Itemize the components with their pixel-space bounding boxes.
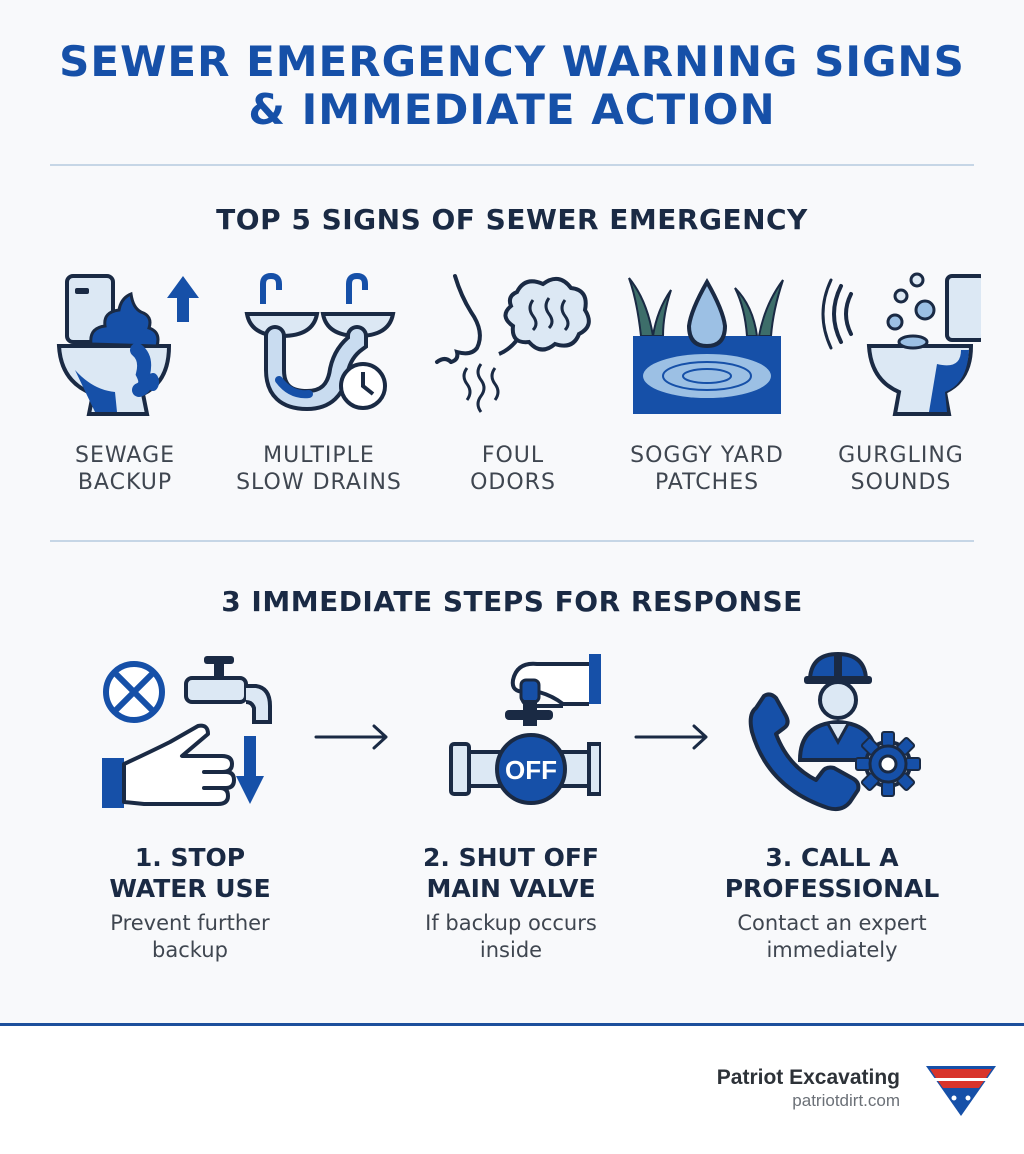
slow-drain-icon: [244, 272, 396, 412]
step-description: Contact an expert immediately: [702, 910, 962, 964]
brand-logo-icon: [926, 1066, 996, 1116]
step-description-line-1: If backup occurs: [425, 911, 597, 935]
arrow-right-icon: [314, 724, 388, 750]
step-description: If backup occurs inside: [381, 910, 641, 964]
step-title: 2. SHUT OFF MAIN VALVE: [381, 842, 641, 904]
sign-label-line-2: SLOW DRAINS: [236, 470, 402, 495]
arrow-right-icon: [634, 724, 708, 750]
sign-label: SEWAGE BACKUP: [30, 442, 220, 496]
sign-label: GURGLING SOUNDS: [806, 442, 996, 496]
step-title-line-1: 1. STOP: [134, 843, 246, 872]
sign-label-line-1: SEWAGE: [74, 443, 176, 468]
steps-section-title: 3 IMMEDIATE STEPS FOR RESPONSE: [221, 585, 803, 618]
shutoff-valve-icon: OFF: [449, 654, 601, 805]
sign-label-line-1: GURGLING: [838, 443, 964, 468]
step-title-line-1: 3. CALL A: [765, 843, 899, 872]
foul-odor-icon: [435, 274, 591, 413]
soggy-yard-icon: [628, 277, 784, 414]
sign-label: FOUL ODORS: [418, 442, 608, 496]
step-description-line-2: immediately: [766, 938, 898, 962]
sign-label: MULTIPLE SLOW DRAINS: [224, 442, 414, 496]
footer: [0, 1026, 1024, 1154]
gurgling-toilet-icon: [821, 272, 981, 416]
step-title-line-1: 2. SHUT OFF: [423, 843, 599, 872]
step-title: 3. CALL A PROFESSIONAL: [702, 842, 962, 904]
stop-water-icon: [102, 656, 272, 808]
sign-label-line-2: PATCHES: [654, 470, 760, 495]
call-professional-icon: [748, 652, 921, 812]
step-title-line-2: MAIN VALVE: [426, 874, 596, 903]
step-description-line-2: inside: [479, 938, 543, 962]
sign-slow-drains: MULTIPLE SLOW DRAINS: [224, 270, 414, 496]
page-title: SEWER EMERGENCY WARNING SIGNS & IMMEDIAT…: [0, 38, 1024, 134]
footer-divider: [0, 1023, 1024, 1026]
toilet-overflow-icon: [56, 274, 199, 416]
brand-url[interactable]: patriotdirt.com: [792, 1091, 900, 1110]
step-call-professional: 3. CALL A PROFESSIONAL Contact an expert…: [702, 652, 962, 964]
sign-label-line-2: ODORS: [470, 470, 556, 495]
step-title-line-2: PROFESSIONAL: [724, 874, 940, 903]
sign-sewage-backup: SEWAGE BACKUP: [30, 270, 220, 496]
valve-off-label: OFF: [505, 755, 557, 785]
step-shut-off-valve: OFF 2. SHUT OFF MAIN VALVE If backup occ…: [381, 652, 641, 964]
signs-section-title: TOP 5 SIGNS OF SEWER EMERGENCY: [216, 203, 808, 236]
sign-label-line-2: SOUNDS: [850, 470, 952, 495]
brand-name: Patriot Excavating: [716, 1066, 900, 1089]
sign-soggy-yard: SOGGY YARD PATCHES: [612, 270, 802, 496]
sign-label-line-1: FOUL: [481, 443, 545, 468]
sign-label-line-1: MULTIPLE: [263, 443, 375, 468]
sign-label-line-2: BACKUP: [77, 470, 173, 495]
sign-gurgling: GURGLING SOUNDS: [806, 270, 996, 496]
sign-label-line-1: SOGGY YARD: [630, 443, 784, 468]
sign-label: SOGGY YARD PATCHES: [612, 442, 802, 496]
step-title: 1. STOP WATER USE: [60, 842, 320, 904]
divider-top: [50, 164, 974, 166]
step-description-line-1: Contact an expert: [737, 911, 927, 935]
sign-foul-odors: FOUL ODORS: [418, 270, 608, 496]
page-title-line-1: SEWER EMERGENCY WARNING SIGNS: [59, 37, 965, 86]
step-description-line-2: backup: [152, 938, 228, 962]
step-description-line-1: Prevent further: [110, 911, 270, 935]
step-stop-water: 1. STOP WATER USE Prevent further backup: [60, 652, 320, 964]
step-title-line-2: WATER USE: [109, 874, 271, 903]
step-description: Prevent further backup: [60, 910, 320, 964]
gear-icon: [855, 731, 921, 797]
page-title-line-2: & IMMEDIATE ACTION: [248, 85, 776, 134]
divider-middle: [50, 540, 974, 542]
